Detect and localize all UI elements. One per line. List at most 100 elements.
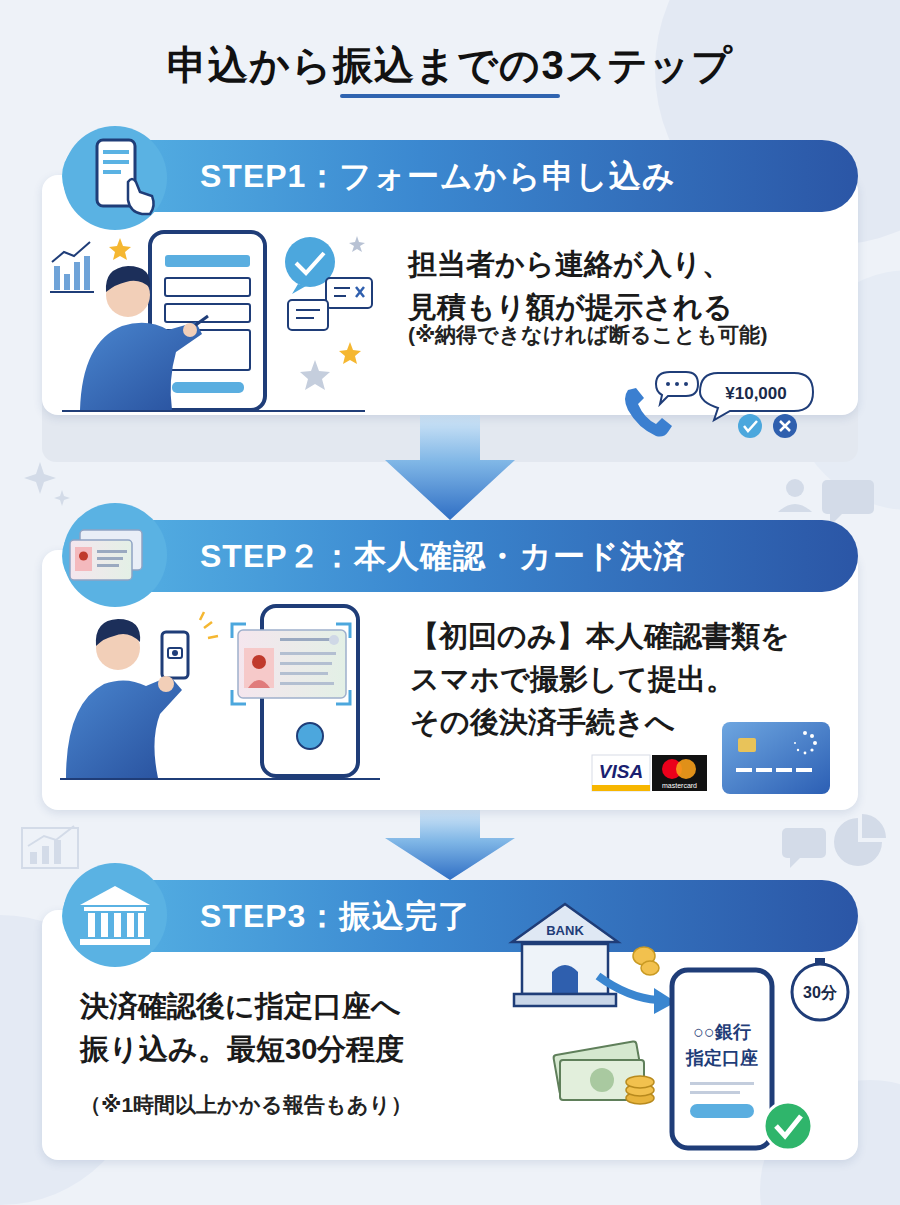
bg-deco-part (28, 826, 74, 846)
step2-icon-part (97, 550, 127, 553)
chart-icon (50, 242, 94, 292)
form-phone-part (165, 304, 250, 322)
form-phone-part (165, 330, 250, 370)
credit-card-part (776, 768, 792, 772)
chat-bubbles-part (285, 237, 335, 287)
mastercard-logo-part (652, 755, 707, 791)
step-header: STEP3：振込完了 (62, 880, 858, 952)
chat-bubbles-part (326, 278, 372, 308)
credit-card-part-part (803, 731, 807, 735)
credit-card-part-part (794, 742, 796, 744)
person-with-phone-part (200, 612, 218, 638)
person-with-phone-part (96, 619, 140, 646)
star-deco-part (109, 238, 131, 260)
step-card: STEP3：振込完了決済確認後に指定口座へ 振り込み。最短30分程度 （※1時間以… (42, 880, 858, 1160)
transfer-arrow-part (598, 976, 658, 1000)
phone-call-icon-part (656, 372, 698, 404)
chart-icon-part (54, 266, 60, 290)
capture-phone (232, 606, 358, 776)
mastercard-logo-part (662, 759, 682, 779)
capture-phone-part (280, 638, 338, 641)
price-bubble-part (773, 414, 797, 438)
bank-building-part (522, 944, 608, 994)
person-figure-part (106, 266, 150, 292)
person-with-phone-part (162, 632, 188, 678)
coins (633, 947, 659, 975)
capture-phone-part (280, 672, 328, 675)
price-bubble-part (744, 421, 757, 431)
note-text: (※納得できなければ断ることも可能) (408, 320, 858, 350)
account-label: 指定口座 (685, 1048, 758, 1068)
bg-deco-part (822, 480, 874, 514)
account-phone-part (690, 1091, 740, 1094)
chat-bubbles-part (334, 295, 346, 297)
chat-bubbles-part (296, 309, 320, 311)
person-with-phone (60, 612, 380, 779)
bg-deco-part (54, 490, 70, 506)
price-label: ¥10,000 (725, 384, 786, 403)
flow-arrow (385, 415, 515, 520)
phone-call-icon-part (675, 382, 679, 386)
star-deco (109, 236, 365, 390)
star-deco-part (300, 360, 330, 390)
account-phone: ○○銀行 指定口座 (672, 970, 772, 1148)
account-phone-part (690, 1104, 754, 1118)
form-phone-part (165, 255, 250, 267)
person-figure-part (186, 316, 208, 332)
body-text: 担当者から連絡が入り、 見積もり額が提示される (408, 243, 848, 329)
chat-bubbles (285, 237, 372, 330)
diagram-title: 申込から振込までの3ステップ (0, 38, 900, 93)
timer-clock-part (792, 964, 848, 1020)
star-deco-part (349, 236, 365, 252)
form-phone (150, 232, 265, 410)
credit-card-part-part (810, 748, 813, 751)
cash-stack-part (626, 1076, 654, 1088)
person-with-phone-part (60, 778, 380, 780)
bg-deco (22, 462, 886, 868)
timer-clock: 30分 (792, 958, 848, 1020)
mastercard-label: mastercard (662, 782, 697, 789)
timer-clock-part (815, 958, 825, 963)
step1-icon-part (103, 170, 121, 174)
step-card: STEP1：フォームから申し込み担当者から連絡が入り、 見積もり額が提示される(… (42, 140, 858, 415)
chat-bubbles-part (296, 317, 314, 319)
step1-icon-part (97, 140, 135, 206)
credit-card-part (794, 731, 817, 754)
step1-icon-part (103, 160, 129, 164)
credit-card-part (756, 768, 772, 772)
chart-icon-part (74, 262, 80, 290)
capture-phone-part (248, 680, 270, 688)
phone-call-icon-part (684, 382, 688, 386)
person-with-phone-part (172, 650, 178, 656)
step2-icon-part (79, 552, 88, 561)
bank-name-label: ○○銀行 (693, 1022, 751, 1042)
step3-icon-part (88, 913, 95, 937)
body-text: 決済確認後に指定口座へ 振り込み。最短30分程度 (80, 985, 510, 1071)
bg-deco-part (790, 858, 800, 868)
step-card: STEP２：本人確認・カード決済【初回のみ】本人確認書類を スマホで撮影して提出… (42, 520, 858, 810)
visa-label: VISA (599, 761, 643, 782)
capture-phone-part (232, 624, 350, 704)
cash-stack-part (560, 1060, 644, 1100)
capture-phone-part (280, 682, 334, 685)
step2-icon-part (97, 557, 123, 560)
note-text: （※1時間以上かかる報告もあり） (80, 1090, 540, 1120)
step2-icon-part (97, 564, 119, 567)
person-figure (62, 266, 365, 411)
step1-icon-part (103, 150, 129, 154)
step1-icon-part (63, 126, 167, 230)
phone-call-icon (625, 372, 698, 437)
done-check-part (764, 1102, 812, 1150)
step3-icon-part (80, 886, 150, 905)
credit-card-part-part (797, 749, 799, 751)
account-phone-part (672, 970, 772, 1148)
capture-phone-part (329, 635, 339, 645)
phone-call-icon-part (625, 388, 672, 437)
cash-stack-part (553, 1041, 643, 1095)
time-label: 30分 (803, 984, 838, 1001)
bg-deco-part (778, 504, 812, 512)
form-phone-part (165, 278, 250, 296)
cash-stack-part (626, 1084, 654, 1096)
capture-phone-part (280, 662, 332, 665)
